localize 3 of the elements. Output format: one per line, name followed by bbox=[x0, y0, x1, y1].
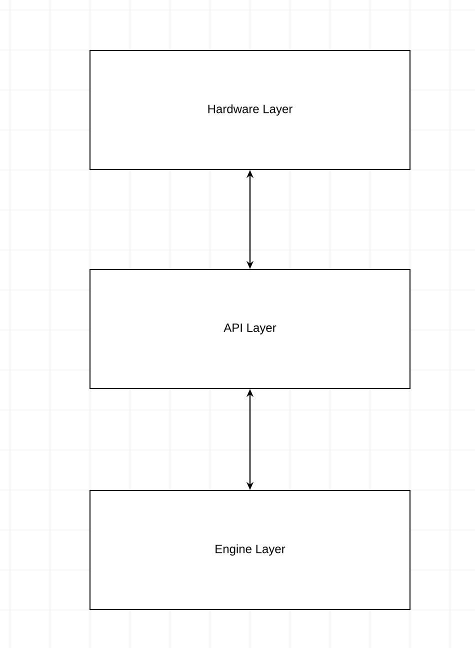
layer-box: Engine Layer bbox=[90, 490, 410, 610]
layer-box: API Layer bbox=[90, 269, 410, 389]
layer-box: Hardware Layer bbox=[90, 50, 410, 170]
